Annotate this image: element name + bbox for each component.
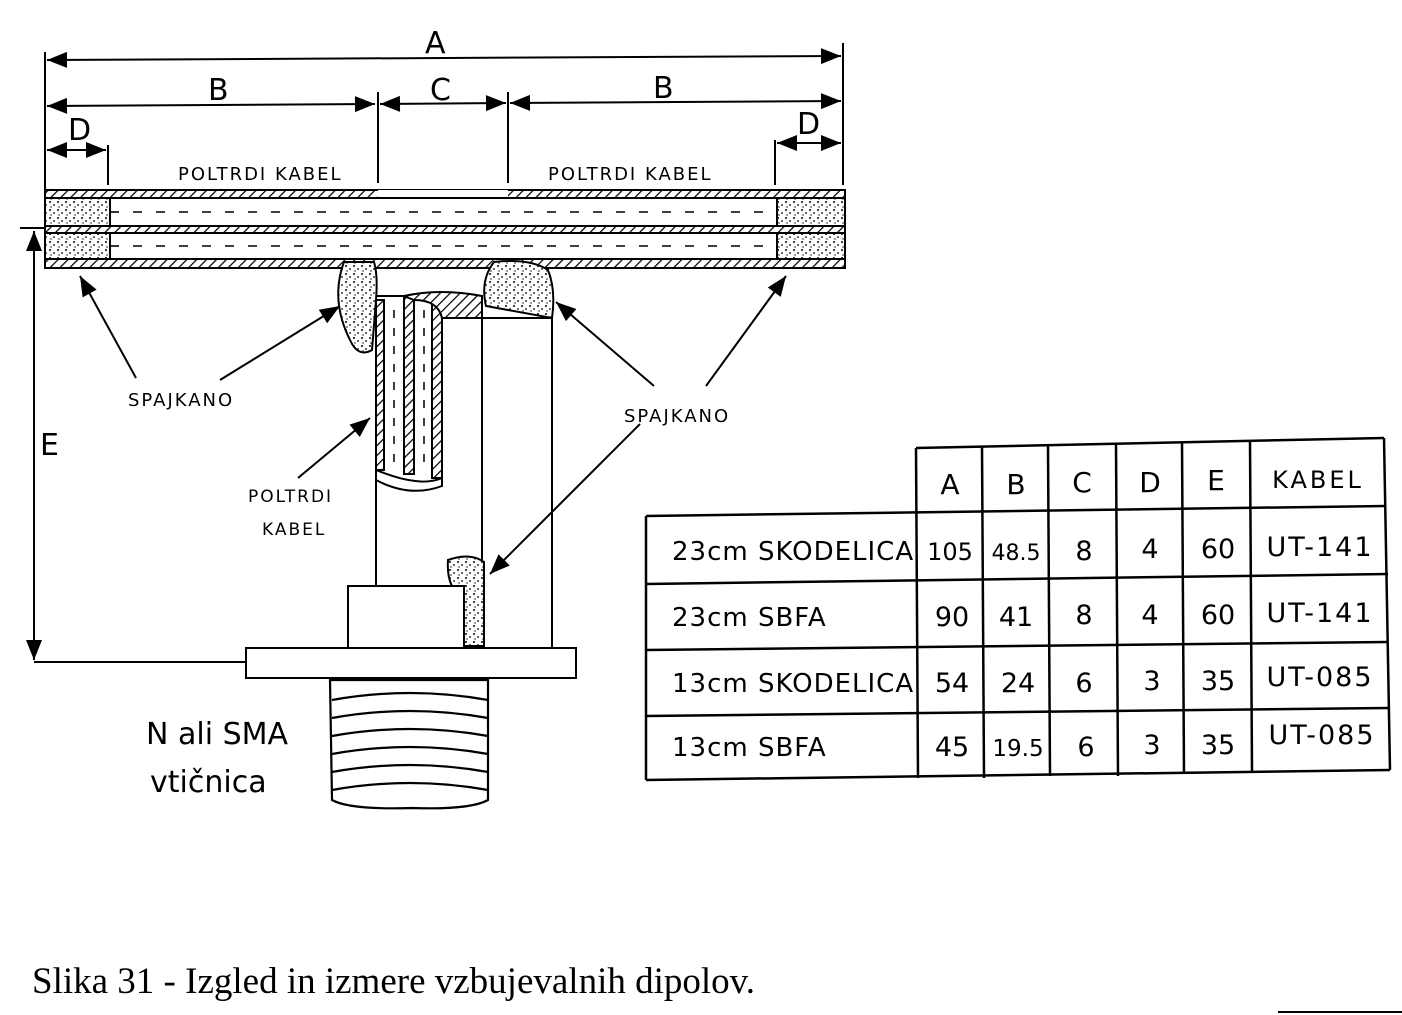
label-soldered-left: SPAJKANO [128,390,234,411]
table-cell: 90 [935,602,969,633]
table-row-label: 23cm SKODELICA [672,537,914,567]
table-cell: UT-141 [1266,598,1373,629]
table-cell: 60 [1201,534,1235,565]
dim-label-d-right: D [797,107,820,142]
table-row: 23cm SKODELICA 105 48.5 8 4 60 UT-141 [672,532,1373,567]
connector-thread [328,678,490,810]
table-cell: 41 [999,602,1033,633]
dipole-arms [44,189,846,269]
table-cell: UT-085 [1266,662,1373,693]
dim-label-e: E [40,428,59,463]
table-row-label: 23cm SBFA [672,603,827,633]
table-cell: 19.5 [992,736,1043,762]
table-cell: UT-141 [1266,532,1373,563]
label-semi-rigid-vertical-line1: POLTRDI [248,487,333,507]
table-cell: 4 [1141,534,1158,565]
table-row-label: 13cm SBFA [672,733,827,763]
table-header-cell: C [1072,466,1092,499]
pointer-arrows [79,275,787,575]
label-semi-rigid-left: POLTRDI KABEL [178,164,343,185]
table-header-cell: B [1006,468,1025,501]
annotations: POLTRDI KABEL POLTRDI KABEL SPAJKANO SPA… [128,164,730,800]
table-header-cell: A [940,468,959,501]
table-cell: 8 [1075,600,1092,631]
dimension-letters: A B C B D D E 2 [40,26,820,463]
feed-balun [245,260,577,679]
figure-caption: Slika 31 - Izgled in izmere vzbujevalnih… [32,961,756,1002]
table-cell: 45 [935,732,969,763]
table-cell: 8 [1075,536,1092,567]
label-semi-rigid-vertical-line2: KABEL [262,520,326,540]
table-header-cell: E [1207,464,1225,497]
dim-label-a: A [425,26,446,61]
table-cell: 3 [1143,666,1160,697]
table-cell: 6 [1077,732,1094,763]
table-cell: 35 [1201,730,1235,761]
dimension-table: A B C D E KABEL 23cm SKODELICA 105 48.5 … [644,436,1392,782]
label-semi-rigid-right: POLTRDI KABEL [548,164,713,185]
dimension-lines [20,43,844,663]
table-cell: 24 [1001,668,1035,699]
label-connector-line1: N ali SMA [146,717,288,752]
table-row-label: 13cm SKODELICA [672,669,914,699]
table-cell: 4 [1141,600,1158,631]
table-cell: 105 [927,538,973,566]
table-cell: 48.5 [992,541,1041,566]
dim-label-d-left: D [68,113,91,148]
table-cell: 3 [1143,730,1160,761]
table-cell: 54 [935,668,969,699]
dim-label-b-left: B [208,73,229,108]
table-row: 13cm SBFA 45 19.5 6 3 35 UT-085 [672,720,1375,763]
table-cell: UT-085 [1268,720,1375,751]
table-row: 23cm SBFA 90 41 8 4 60 UT-141 [672,598,1373,633]
table-grid [644,436,1392,782]
label-soldered-right: SPAJKANO [624,406,730,427]
dim-label-b-right: B [653,71,674,106]
label-connector-line2: vtičnica [150,765,267,800]
table-header-cell: D [1139,466,1161,499]
table-cell: 6 [1075,668,1092,699]
table-header: A B C D E KABEL [940,464,1364,501]
table-cell: 35 [1201,666,1235,697]
dim-label-c: C [430,73,451,108]
table-cell: 60 [1201,600,1235,631]
table-row: 13cm SKODELICA 54 24 6 3 35 UT-085 [672,662,1373,699]
table-header-cell: KABEL [1272,466,1364,494]
